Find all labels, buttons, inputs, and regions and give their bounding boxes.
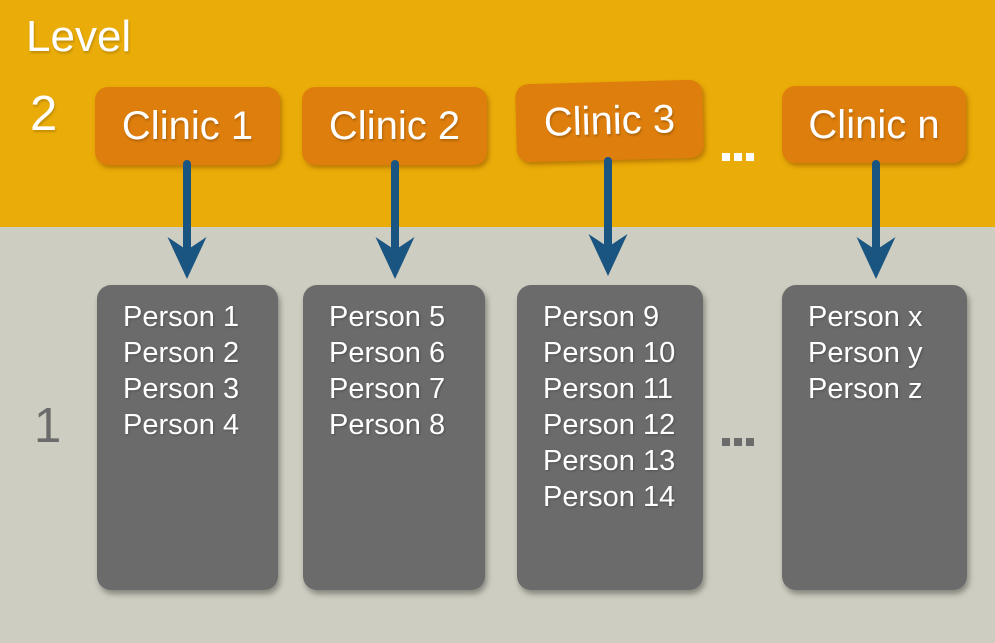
person-group-1: Person 1 Person 2 Person 3 Person 4 bbox=[97, 285, 278, 590]
person-item: Person 13 bbox=[543, 445, 676, 477]
person-item: Person 3 bbox=[123, 373, 240, 405]
person-item: Person 4 bbox=[123, 409, 240, 441]
person-item: Person 12 bbox=[543, 409, 676, 441]
clinic-n-node: Clinic n bbox=[782, 86, 966, 163]
person-item: Person z bbox=[808, 373, 923, 405]
clinic-1-node: Clinic 1 bbox=[95, 87, 280, 165]
person-item: Person 1 bbox=[123, 301, 240, 333]
person-item: Person 9 bbox=[543, 301, 660, 333]
level1-number-label: 1 bbox=[34, 399, 62, 453]
person-item: Person 6 bbox=[329, 337, 446, 369]
arrow-clinicn-to-groupn bbox=[853, 160, 899, 281]
clinic-2-node: Clinic 2 bbox=[302, 87, 487, 165]
arrow-clinic3-to-group3 bbox=[585, 157, 631, 278]
person-item: Person 10 bbox=[543, 337, 676, 369]
arrow-clinic1-to-group1 bbox=[164, 160, 210, 281]
arrow-clinic2-to-group2 bbox=[372, 160, 418, 281]
person-item: Person 14 bbox=[543, 481, 676, 513]
person-group-n: Person x Person y Person z bbox=[782, 285, 967, 590]
level-axis-label: Level bbox=[26, 12, 132, 61]
groups-ellipsis-icon: ... bbox=[722, 438, 754, 446]
person-group-3: Person 9 Person 10 Person 11 Person 12 P… bbox=[517, 285, 703, 590]
person-item: Person 11 bbox=[543, 373, 674, 405]
person-item: Person 2 bbox=[123, 337, 240, 369]
person-item: Person y bbox=[808, 337, 923, 369]
level2-number-label: 2 bbox=[30, 87, 58, 141]
clinics-ellipsis-icon: ... bbox=[722, 153, 754, 161]
clinic-3-node: Clinic 3 bbox=[515, 79, 704, 163]
person-item: Person 8 bbox=[329, 409, 446, 441]
person-item: Person x bbox=[808, 301, 923, 333]
person-item: Person 5 bbox=[329, 301, 446, 333]
person-item: Person 7 bbox=[329, 373, 446, 405]
person-group-2: Person 5 Person 6 Person 7 Person 8 bbox=[303, 285, 485, 590]
